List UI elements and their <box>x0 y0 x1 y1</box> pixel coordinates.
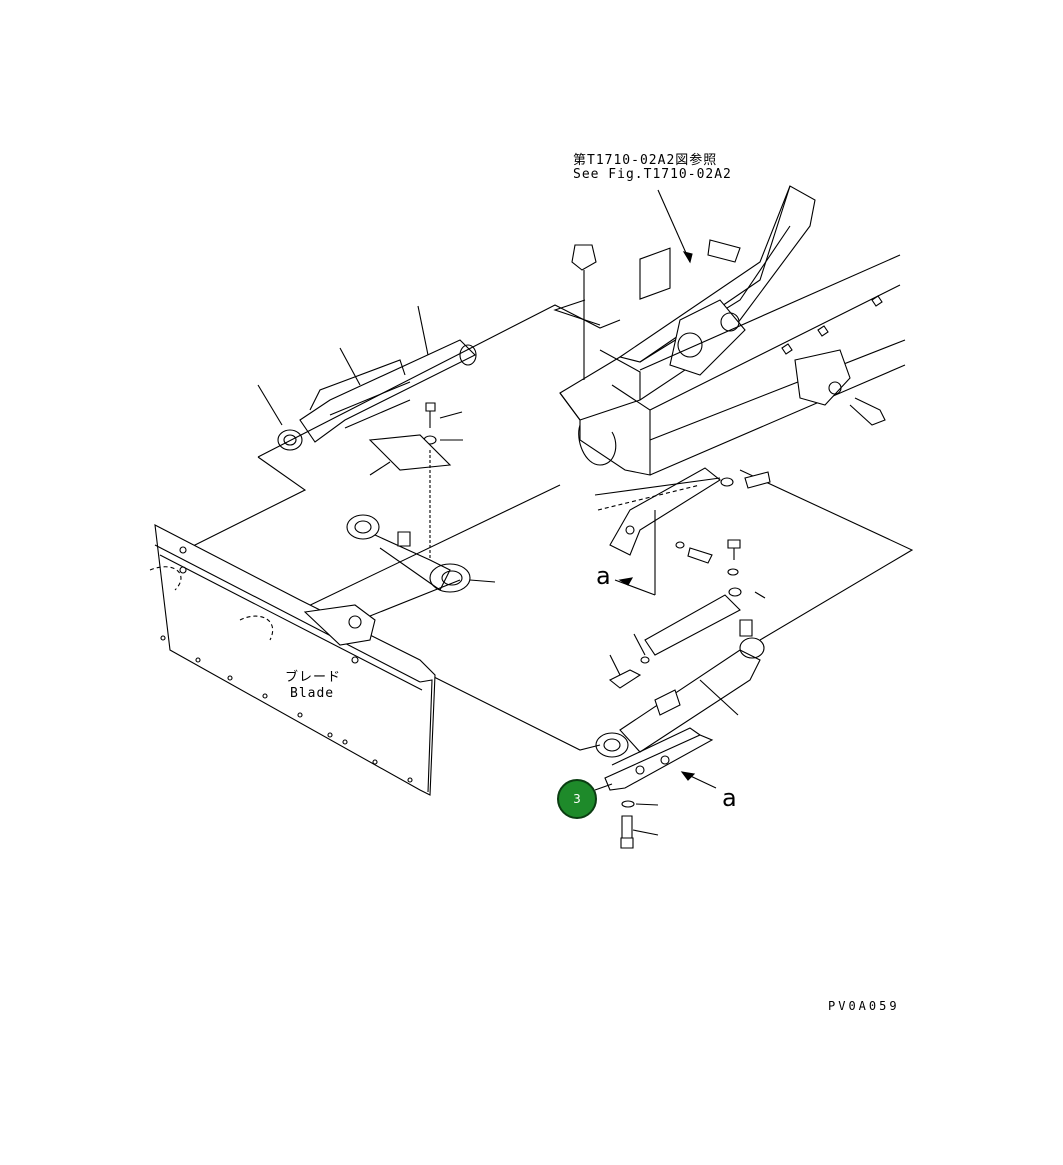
part-callout-number: 3 <box>573 792 581 806</box>
drawing-code: PV0A059 <box>828 999 900 1013</box>
middle-cylinder <box>347 515 495 592</box>
view-marker-a-upper: a <box>596 562 611 590</box>
upper-cylinder <box>258 306 476 450</box>
reference-note-jp: 第T1710-02A2図参照 <box>573 153 718 168</box>
reference-leader <box>658 190 690 262</box>
hardware-upper <box>370 403 463 560</box>
lower-cylinder <box>596 620 764 757</box>
lower-bracket <box>595 728 716 848</box>
hardware-right <box>595 468 770 688</box>
blade-label-jp: ブレード <box>285 670 342 685</box>
view-marker-a-lower: a <box>722 784 737 812</box>
blade <box>150 525 435 795</box>
reference-note-en: See Fig.T1710-02A2 <box>573 167 732 182</box>
part-callout-3[interactable]: 3 <box>557 779 597 819</box>
main-frame <box>555 186 905 475</box>
blade-label-en: Blade <box>290 686 335 701</box>
